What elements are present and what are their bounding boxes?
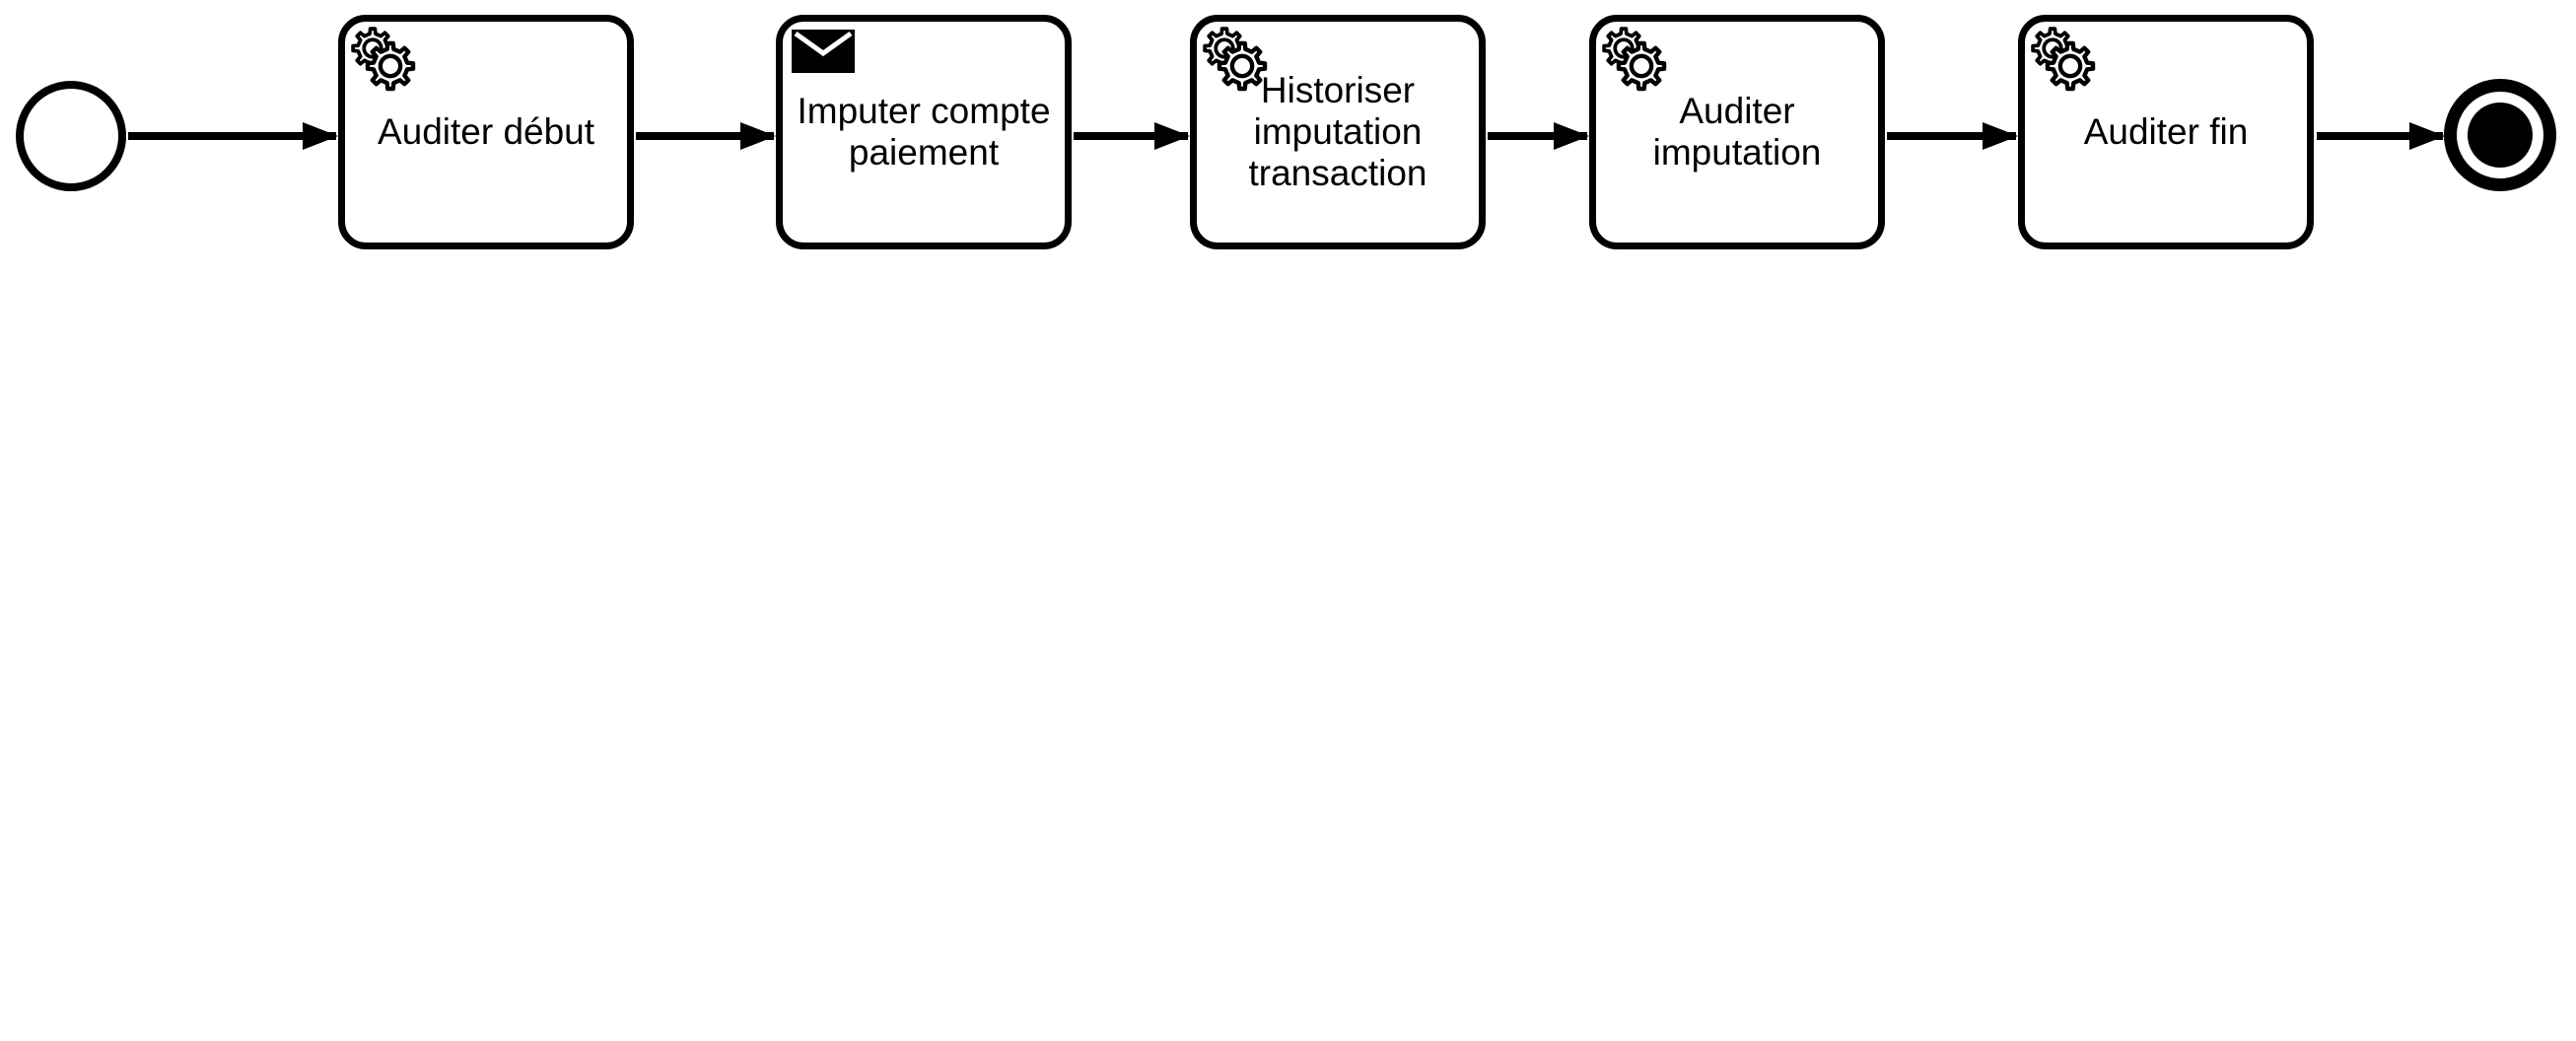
- task-auditer-imputation[interactable]: Auditer imputation: [1589, 15, 1885, 249]
- end-event[interactable]: [2444, 79, 2556, 191]
- service-gear-icon: [2031, 27, 2098, 92]
- task-label: Imputer compte paiement: [797, 91, 1051, 173]
- task-auditer-fin[interactable]: Auditer fin: [2018, 15, 2314, 249]
- send-envelope-icon: [792, 30, 855, 73]
- task-label: Auditer imputation: [1652, 91, 1822, 173]
- task-label: Auditer fin: [2083, 111, 2249, 152]
- task-imputer-compte-paiement[interactable]: Imputer compte paiement: [776, 15, 1072, 249]
- start-event[interactable]: [16, 81, 126, 191]
- task-auditer-debut[interactable]: Auditer début: [338, 15, 634, 249]
- task-label: Auditer début: [377, 111, 595, 152]
- service-gear-icon: [1602, 27, 1669, 92]
- service-gear-icon: [351, 27, 418, 92]
- task-historiser-imputation-transaction[interactable]: Historiser imputation transaction: [1190, 15, 1486, 249]
- end-event-inner-circle: [2468, 103, 2533, 168]
- task-label: Historiser imputation transaction: [1248, 70, 1427, 193]
